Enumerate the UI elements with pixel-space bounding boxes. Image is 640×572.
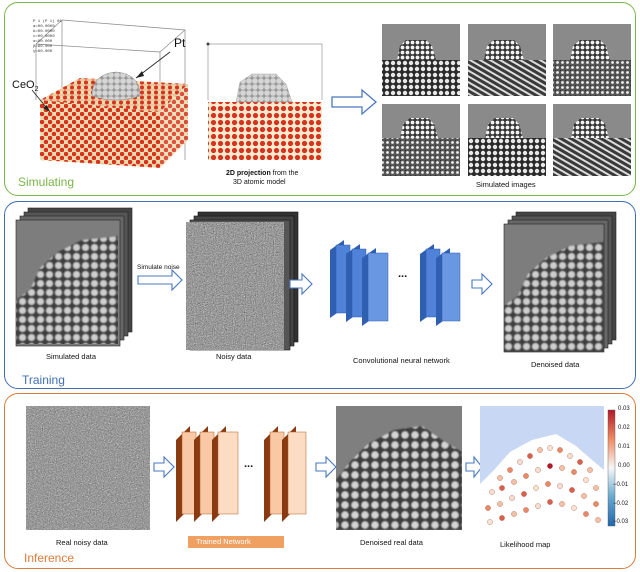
colorbar-tick: −0.03 — [613, 519, 629, 525]
trained-network-layers — [176, 426, 307, 522]
likelihood-caption: Likelihood map — [500, 540, 551, 549]
header-line: α=90.000 — [33, 40, 53, 44]
likelihood-map — [480, 406, 616, 532]
training-panel — [4, 201, 636, 389]
trained-network-label: Trained Network — [196, 537, 251, 546]
ceo2-label: CeO2 — [12, 79, 39, 93]
ceo2-label-main: CeO — [12, 79, 35, 91]
noisy-data-caption: Noisy data — [216, 352, 252, 361]
trained-network-label-box — [188, 536, 284, 548]
header-line: β=90.000 — [33, 44, 53, 49]
header-line: c=00.0000 — [33, 35, 55, 39]
projection-caption: 2D projection from the — [226, 170, 298, 177]
cnn-caption: Convolutional neural network — [353, 356, 450, 365]
noisy-data-image — [186, 222, 284, 350]
pt-label: Pt — [174, 36, 186, 50]
denoised-data-image — [503, 223, 605, 353]
projection-caption-rest: from the — [270, 170, 299, 177]
denoised-real-caption: Denoised real data — [360, 538, 423, 547]
simulate-noise-label: Simulate noise — [137, 264, 180, 271]
colorbar-tick: 0.03 — [618, 406, 630, 412]
colorbar-tick: 0.00 — [618, 463, 630, 469]
ceo2-label-sub: 2 — [34, 86, 39, 94]
network-ellipsis: ... — [244, 458, 254, 470]
simulated-data-image — [15, 219, 121, 347]
colorbar-tick: −0.02 — [613, 501, 629, 507]
inference-panel — [4, 393, 636, 569]
real-noisy-image — [26, 406, 150, 530]
real-noisy-caption: Real noisy data — [56, 538, 108, 547]
denoised-data-caption: Denoised data — [531, 360, 580, 369]
simulating-section-label: Simulating — [18, 175, 75, 189]
inference-section-label: Inference — [24, 551, 75, 565]
colorbar-tick: 0.02 — [618, 425, 630, 431]
simulating-panel — [4, 2, 636, 196]
cnn-ellipsis: ... — [398, 268, 408, 280]
header-line: b=00.0000 — [33, 29, 55, 34]
projection-caption-line2: 3D atomic model — [233, 179, 286, 186]
cnn-layers — [330, 240, 461, 326]
header-line: γ=90.000 — [33, 50, 53, 54]
simulated-images-caption: Simulated images — [476, 180, 536, 189]
projection-caption-bold: 2D projection — [226, 170, 271, 177]
training-section-label: Training — [22, 373, 65, 387]
colorbar-tick: −0.01 — [613, 482, 629, 488]
header-line: a=00.0000 — [33, 25, 55, 29]
simulated-data-caption: Simulated data — [46, 352, 97, 361]
denoised-real-image — [336, 406, 462, 530]
colorbar-tick: 0.01 — [618, 444, 630, 450]
header-line: P 1 (P 1) 01 — [33, 19, 62, 24]
